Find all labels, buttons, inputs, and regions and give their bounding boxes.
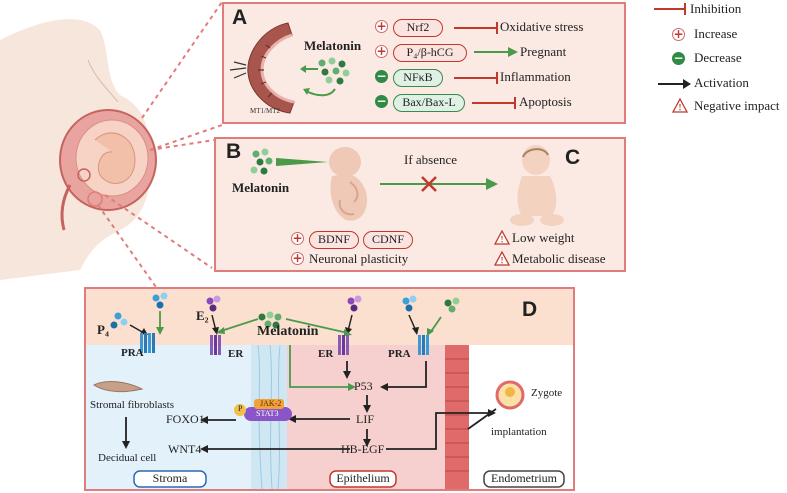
endometrium-section-illustration: MT1/MT2	[229, 22, 295, 115]
warning-icon: !	[494, 251, 510, 266]
p4-label: P₄	[97, 322, 109, 337]
inhibition-arrow	[454, 22, 498, 34]
legend-increase: Increase	[694, 26, 738, 41]
region-epithelium: Epithelium	[336, 471, 390, 485]
increase-legend-icon: +	[672, 27, 685, 41]
node-p53: P53	[354, 379, 373, 393]
outcome-metabolic-disease: Metabolic disease	[512, 251, 606, 266]
panel-a-letter: A	[232, 6, 248, 29]
factor-nrf2: Nrf2	[393, 19, 443, 37]
inhibition-legend-icon	[654, 3, 686, 15]
jak2-label: JAK-2	[260, 399, 282, 408]
panel-b-melatonin: Melatonin	[232, 180, 290, 195]
region-endometrium: Endometrium	[491, 471, 557, 485]
panel-b-letter: B	[226, 140, 242, 163]
node-decidual-cell: Decidual cell	[98, 452, 157, 464]
receptor-pra-left: PRA	[121, 347, 144, 359]
receptor-pra-right: PRA	[388, 348, 411, 360]
node-lif: LIF	[356, 412, 374, 426]
increase-icon: +	[375, 19, 388, 33]
node-hbegf: HB-EGF	[341, 442, 385, 456]
warning-legend-icon: !	[672, 98, 688, 113]
panel-a-melatonin: Melatonin	[304, 38, 362, 53]
legend-activation: Activation	[694, 75, 749, 90]
receptor-label: MT1/MT2	[250, 107, 280, 115]
e2-label: E₂	[196, 308, 209, 323]
factor-p4-hcg: P₄/β-hCG	[393, 44, 467, 62]
decrease-legend-icon: −	[672, 51, 685, 65]
implantation-label: implantation	[491, 426, 547, 438]
increase-icon: +	[291, 231, 304, 245]
panel-d-melatonin: Melatonin	[257, 324, 319, 339]
panel-d-letter: D	[522, 298, 538, 321]
if-absence-label: If absence	[404, 152, 458, 167]
receptor-er-right: ER	[318, 348, 334, 360]
neuronal-plasticity-label: Neuronal plasticity	[309, 251, 409, 266]
outcome-apoptosis: Apoptosis	[519, 94, 572, 109]
decrease-icon: −	[375, 69, 388, 83]
svg-text:!: !	[501, 256, 504, 266]
activation-legend-icon	[658, 79, 691, 89]
inhibition-arrow	[472, 97, 516, 109]
node-foxo1: FOXO1	[166, 412, 205, 426]
melatonin-molecules-b	[250, 148, 328, 175]
infant-illustration	[510, 145, 564, 226]
factor-bax: Bax/Bax-L	[393, 94, 465, 112]
svg-text:!: !	[501, 235, 504, 245]
outcome-oxidative-stress: Oxidative stress	[500, 19, 584, 34]
outcome-inflammation: Inflammation	[500, 69, 571, 84]
node-wnt4: WNT4	[168, 442, 202, 456]
inhibition-arrow	[454, 72, 498, 84]
activation-arrow	[474, 47, 518, 57]
outcome-low-weight: Low weight	[512, 230, 575, 245]
factor-cdnf: CDNF	[363, 231, 413, 249]
p-label: P	[238, 404, 243, 413]
legend-inhibition: Inhibition	[690, 1, 742, 16]
node-stromal-fibroblasts: Stromal fibroblasts	[90, 399, 175, 411]
zygote-label: Zygote	[531, 387, 563, 399]
legend-decrease: Decrease	[694, 50, 742, 65]
factor-bdnf: BDNF	[309, 231, 359, 249]
melatonin-molecules-a	[300, 57, 350, 97]
panel-c-letter: C	[565, 146, 581, 169]
warning-icon: !	[494, 230, 510, 245]
increase-icon: +	[291, 251, 304, 265]
fetus-illustration	[329, 147, 368, 221]
legend-negative-impact: Negative impact	[694, 98, 780, 113]
increase-icon: +	[375, 44, 388, 58]
factor-nfkb: NFκB	[393, 69, 443, 87]
svg-text:!: !	[679, 103, 682, 113]
stat3-label: STAT3	[256, 409, 279, 418]
panel-d-diagram	[86, 289, 573, 489]
receptor-er-left: ER	[228, 348, 244, 360]
absence-arrow	[380, 176, 498, 192]
outcome-pregnant: Pregnant	[520, 44, 567, 59]
region-stroma: Stroma	[152, 471, 188, 485]
decrease-icon: −	[375, 94, 388, 108]
